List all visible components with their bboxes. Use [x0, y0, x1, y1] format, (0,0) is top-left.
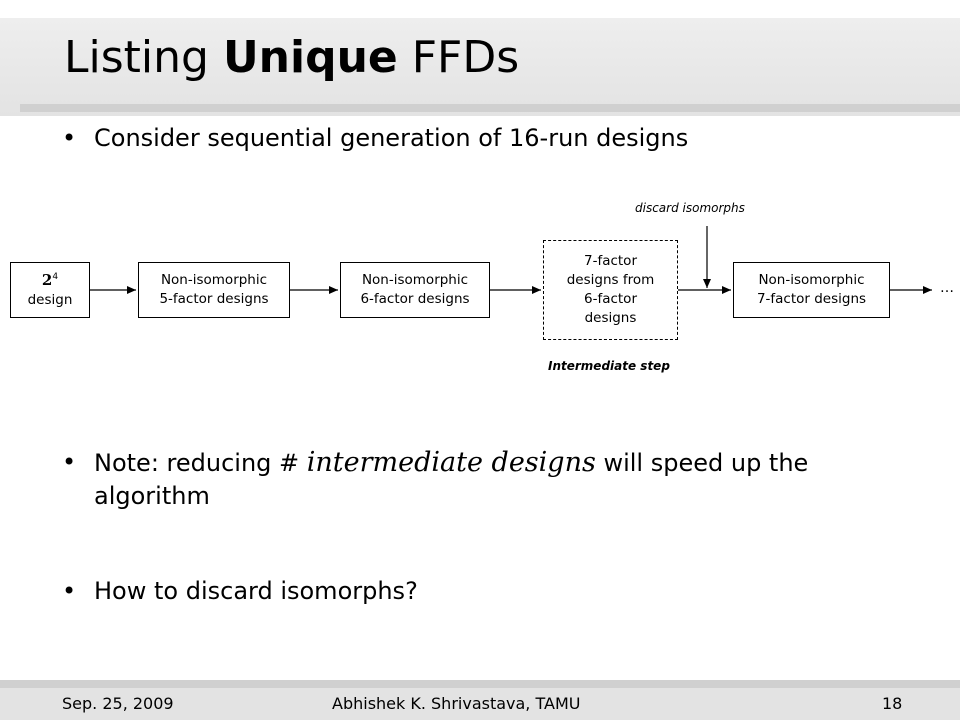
bullet-1: • Consider sequential generation of 16-r…	[62, 122, 924, 155]
title-bold-word: Unique	[222, 32, 398, 83]
bullet-2-suffix: will speed up the algorithm	[94, 449, 809, 510]
box-intermediate: 7-factor designs from 6-factor designs	[543, 240, 678, 340]
footer-rule	[0, 680, 960, 688]
bullet-dot: •	[62, 577, 77, 605]
bullet-1-text: Consider sequential generation of 16-run…	[94, 124, 689, 152]
bullet-2: • Note: reducing # intermediate designs …	[62, 446, 924, 513]
box2-line2: 5-factor designs	[159, 291, 269, 307]
bullet-2-text: Note: reducing # intermediate designs wi…	[64, 446, 924, 513]
footer-page-number: 18	[882, 694, 903, 713]
title-part-2: FFDs	[397, 32, 520, 83]
box1-line2: design	[27, 291, 73, 308]
box3-line1: Non-isomorphic	[361, 272, 469, 288]
ellipsis: …	[940, 280, 954, 296]
box4-line1: 7-factor	[583, 253, 637, 269]
box4-line4: designs	[584, 310, 637, 326]
box5-line2: 7-factor designs	[756, 291, 867, 307]
box-6-factor: Non-isomorphic 6-factor designs	[340, 262, 490, 318]
box4-line3: 6-factor	[583, 291, 637, 307]
bullet-dot: •	[62, 124, 77, 152]
bullet-2-prefix: Note: reducing #	[94, 449, 307, 477]
box4-line2: designs from	[566, 272, 655, 288]
title-part-1: Listing	[64, 32, 223, 83]
intermediate-step-label: Intermediate step	[548, 359, 670, 373]
box2-line1: Non-isomorphic	[160, 272, 268, 288]
box-5-factor: Non-isomorphic 5-factor designs	[138, 262, 290, 318]
title-band	[0, 18, 960, 116]
box-2-4-design: 24 design	[10, 262, 90, 318]
bullet-dot: •	[62, 448, 77, 476]
bullet-2-emphasis: intermediate designs	[306, 447, 596, 478]
title-underline	[20, 104, 960, 112]
bullet-3: • How to discard isomorphs?	[62, 575, 924, 608]
discard-isomorphs-label: discard isomorphs	[635, 201, 745, 215]
slide-title: Listing Unique FFDs	[64, 30, 519, 86]
box1-base: 2	[41, 270, 53, 289]
box-7-factor: Non-isomorphic 7-factor designs	[733, 262, 890, 318]
footer-author: Abhishek K. Shrivastava, TAMU	[332, 694, 581, 713]
box3-line2: 6-factor designs	[360, 291, 470, 307]
bullet-3-text: How to discard isomorphs?	[94, 577, 418, 605]
footer-date: Sep. 25, 2009	[62, 694, 174, 713]
box1-exponent: 4	[52, 271, 59, 282]
box5-line1: Non-isomorphic	[758, 272, 865, 288]
